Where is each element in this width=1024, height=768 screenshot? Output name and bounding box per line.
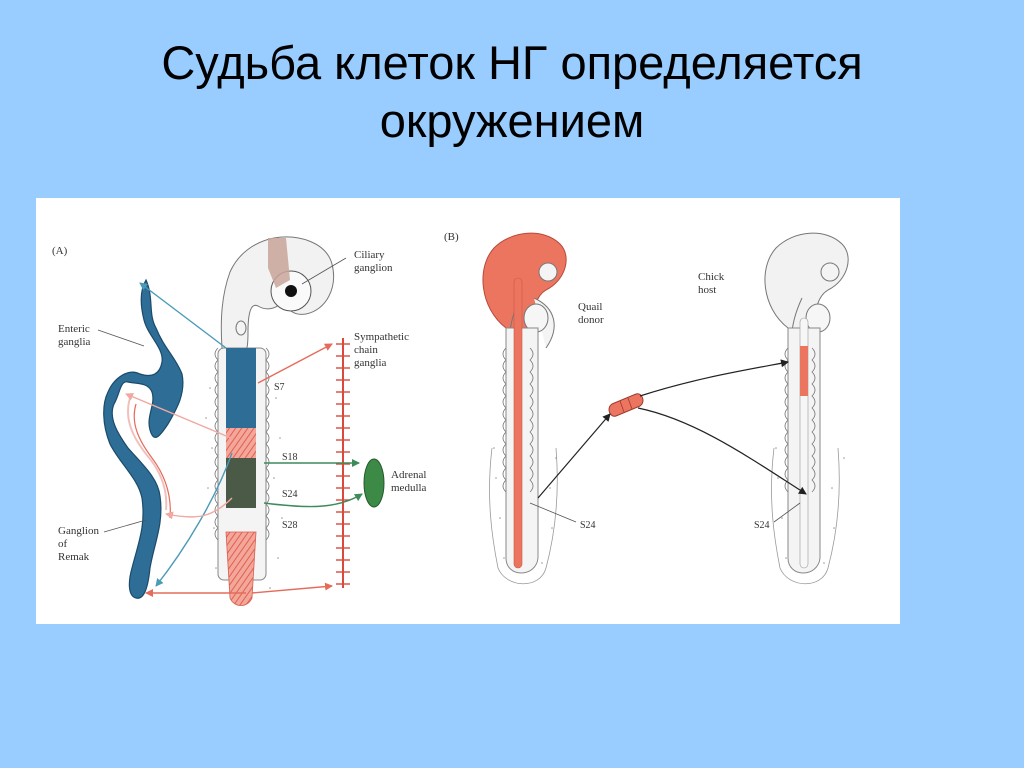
label-remak-line-3: Remak	[58, 551, 90, 563]
label-enteric-line-1: Enteric	[58, 323, 90, 335]
label-adrenal-line-1: Adrenal	[391, 469, 426, 481]
label-s24: S24	[282, 489, 298, 500]
label-s28: S28	[282, 520, 298, 531]
slide-title: Судьба клеток НГ определяется окружением	[0, 34, 1024, 150]
chick-host-embryo	[764, 232, 849, 585]
embryo-a	[205, 236, 334, 606]
label-remak-line-2: of	[58, 538, 68, 550]
label-ciliary-line-1: Ciliary	[354, 249, 385, 261]
label-chick-line-1: Chick	[698, 271, 725, 283]
label-s24-chick: S24	[754, 520, 770, 531]
label-quail-line-1: Quail	[578, 301, 602, 313]
label-adrenal-line-2: medulla	[391, 482, 427, 494]
label-ciliary-line-2: ganglion	[354, 262, 393, 274]
panel-a-arrows	[97, 257, 363, 597]
panel-b: (B)	[444, 231, 849, 585]
label-s24-quail: S24	[580, 520, 596, 531]
label-sympathetic-line-1: Sympathetic	[354, 331, 409, 343]
label-chick-line-2: host	[698, 284, 716, 296]
gut-enteric-ganglia	[103, 278, 184, 599]
transplanted-neural-tube-segment	[608, 393, 644, 417]
label-enteric-line-2: ganglia	[58, 336, 90, 348]
quail-donor-embryo	[482, 232, 567, 585]
slide-title-line-2: окружением	[379, 94, 645, 147]
label-sympathetic-line-2: chain	[354, 344, 378, 356]
neural-crest-figure: (A)	[36, 198, 900, 624]
adrenal-medulla-shape	[363, 458, 385, 508]
panel-b-letter: (B)	[444, 231, 459, 243]
label-s18: S18	[282, 452, 298, 463]
label-quail-line-2: donor	[578, 314, 604, 326]
panel-a: (A)	[52, 236, 427, 606]
panel-a-letter: (A)	[52, 245, 68, 257]
panel-b-arrows	[529, 359, 807, 523]
label-sympathetic-line-3: ganglia	[354, 357, 386, 369]
label-s7: S7	[274, 382, 285, 393]
figure-svg: (A)	[52, 231, 849, 606]
slide-title-line-1: Судьба клеток НГ определяется	[161, 36, 863, 89]
label-remak-line-1: Ganglion	[58, 525, 99, 537]
